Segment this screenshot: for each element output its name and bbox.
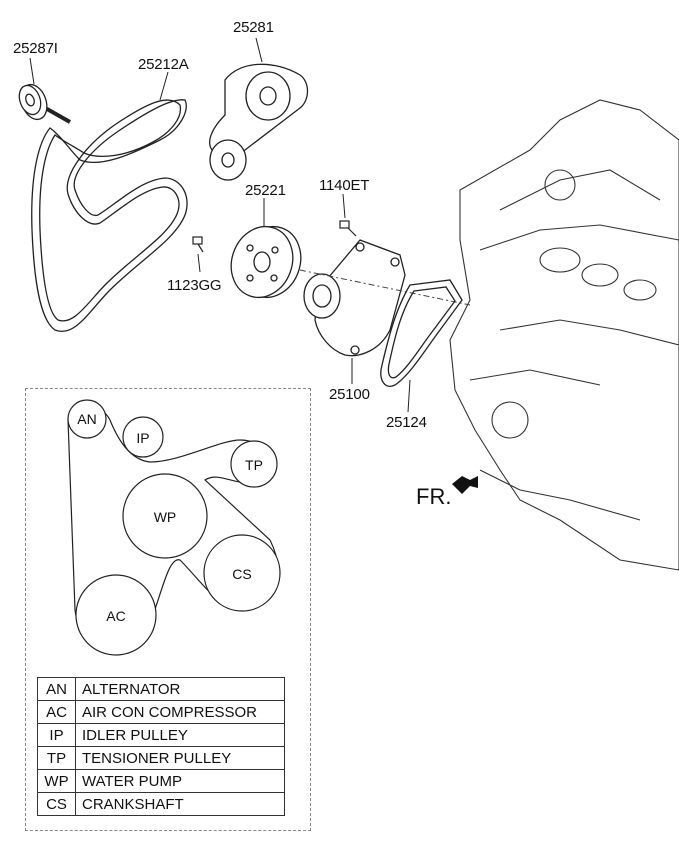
legend-desc: WATER PUMP <box>75 769 285 793</box>
part-label-25124: 25124 <box>386 414 427 431</box>
belt-label-wp: WP <box>153 509 177 525</box>
part-label-25212A: 25212A <box>138 56 189 73</box>
belt-label-an: AN <box>77 411 97 427</box>
legend-code: CS <box>37 792 76 816</box>
legend-row: TP TENSIONER PULLEY <box>37 746 285 770</box>
legend-desc: IDLER PULLEY <box>75 723 285 747</box>
water-pump-drawing <box>303 239 406 357</box>
part-label-25287I: 25287I <box>13 40 58 57</box>
legend-desc: ALTERNATOR <box>75 677 285 701</box>
front-direction-label: FR. <box>416 484 452 509</box>
belt-label-cs: CS <box>232 566 252 582</box>
tensioner-drawing <box>209 63 309 181</box>
legend-code: AC <box>37 700 76 724</box>
legend-code: WP <box>37 769 76 793</box>
legend-row: IP IDLER PULLEY <box>37 723 285 747</box>
abbreviation-legend-table: AN ALTERNATOR AC AIR CON COMPRESSOR IP I… <box>37 677 285 816</box>
idler-pulley-drawing <box>18 83 71 124</box>
leader-lines <box>29 37 411 413</box>
bolts-drawing <box>192 220 357 253</box>
legend-row: AN ALTERNATOR <box>37 677 285 701</box>
legend-code: AN <box>37 677 76 701</box>
part-label-25221: 25221 <box>245 182 286 199</box>
legend-code: TP <box>37 746 76 770</box>
part-label-25281: 25281 <box>233 19 274 36</box>
belt-routing-diagram <box>67 399 281 656</box>
legend-desc: TENSIONER PULLEY <box>75 746 285 770</box>
legend-row: AC AIR CON COMPRESSOR <box>37 700 285 724</box>
belt-label-ac: AC <box>106 608 126 624</box>
serpentine-belt-drawing <box>31 99 188 333</box>
legend-code: IP <box>37 723 76 747</box>
belt-routing-box <box>25 388 311 831</box>
engine-block-drawing <box>449 99 679 571</box>
belt-label-ip: IP <box>136 430 150 446</box>
part-label-1140ET: 1140ET <box>319 177 370 194</box>
legend-desc: AIR CON COMPRESSOR <box>75 700 285 724</box>
legend-row: CS CRANKSHAFT <box>37 792 285 816</box>
water-pump-pulley-drawing <box>230 225 302 299</box>
part-label-1123GG: 1123GG <box>167 277 222 294</box>
legend-desc: CRANKSHAFT <box>75 792 285 816</box>
part-label-25100: 25100 <box>329 386 370 403</box>
gasket-drawing <box>380 279 463 387</box>
belt-label-tp: TP <box>245 457 263 473</box>
front-arrow-icon <box>452 476 478 494</box>
legend-row: WP WATER PUMP <box>37 769 285 793</box>
